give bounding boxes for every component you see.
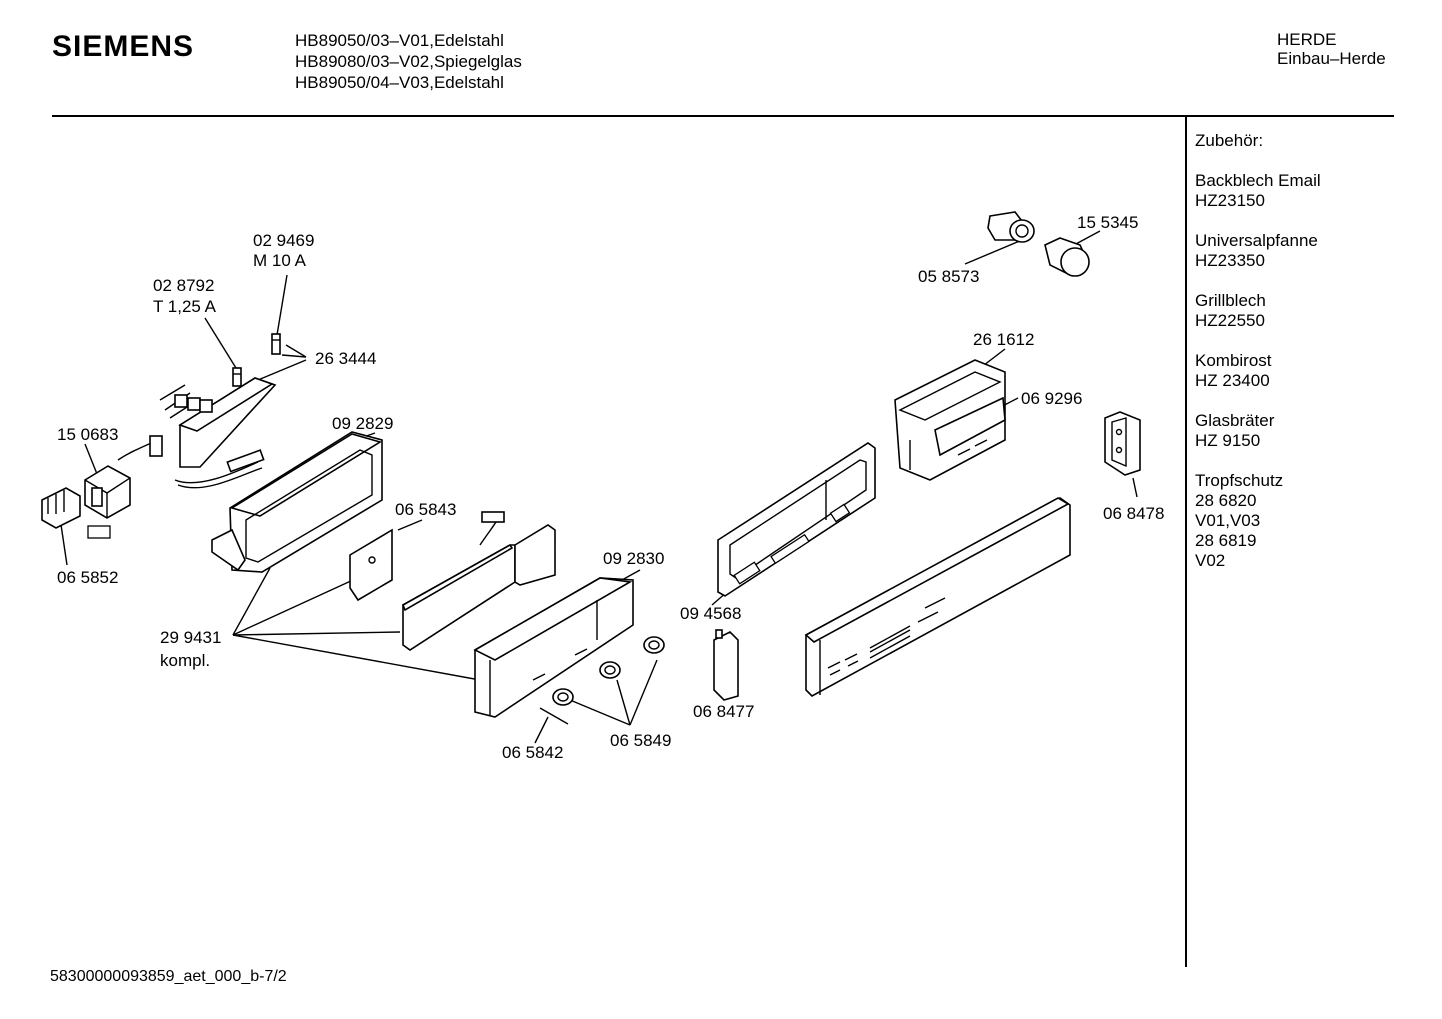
circuit-board-icon — [159, 377, 277, 489]
part-label: 29 9431 — [160, 628, 221, 647]
part-label: 15 5345 — [1077, 213, 1138, 232]
lamp-cover-icon — [1044, 237, 1090, 277]
mounting-frame-icon — [894, 359, 1006, 481]
accessory-variant: V01,V03 — [1195, 511, 1261, 530]
accessory-name: Grillblech — [1195, 291, 1266, 310]
sidebar-divider — [1185, 117, 1187, 967]
accessory-item: Kombirost HZ 23400 — [1195, 351, 1435, 391]
part-label: 26 1612 — [973, 330, 1034, 349]
accessory-name: Universalpfanne — [1195, 231, 1318, 250]
category-block: HERDE Einbau–Herde — [1277, 30, 1386, 68]
accessory-name: Kombirost — [1195, 351, 1272, 370]
accessory-name: Glasbräter — [1195, 411, 1275, 430]
control-frame-icon — [211, 431, 383, 573]
bracket-icon — [713, 629, 739, 701]
display-module-icon — [401, 511, 556, 651]
accessory-code: HZ23350 — [1195, 251, 1265, 270]
display-board-icon — [349, 528, 393, 602]
part-label: 26 3444 — [315, 349, 376, 368]
accessory-item: Tropfschutz 28 6820 V01,V03 28 6819 V02 — [1195, 471, 1435, 571]
part-label: 02 9469 — [253, 231, 314, 250]
model-list: HB89050/03–V01,Edelstahl HB89080/03–V02,… — [295, 30, 522, 93]
accessory-variant: V02 — [1195, 551, 1226, 570]
subcategory-title: Einbau–Herde — [1277, 49, 1386, 68]
part-labels: 02 9469 M 10 A 02 8792 T 1,25 A 26 3444 … — [57, 213, 1164, 762]
part-label: 06 8477 — [693, 702, 754, 721]
accessory-code: HZ22550 — [1195, 311, 1265, 330]
brand-logo: SIEMENS — [52, 30, 195, 63]
accessory-code: 28 6820 — [1195, 491, 1257, 510]
accessories-panel: Zubehör: Backblech Email HZ23150 Univers… — [1195, 131, 1435, 591]
model-line: HB89050/04–V03,Edelstahl — [295, 73, 504, 92]
transformer-icon — [84, 435, 163, 519]
accessory-code: HZ 23400 — [1195, 371, 1270, 390]
part-label: 15 0683 — [57, 425, 118, 444]
fuse-icon — [232, 333, 281, 387]
front-panel-icon — [473, 577, 634, 718]
terminal-block-icon — [41, 487, 111, 539]
control-panel-icon — [717, 442, 876, 597]
accessory-item: Glasbräter HZ 9150 — [1195, 411, 1435, 451]
model-line: HB89080/03–V02,Spiegelglas — [295, 52, 522, 71]
accessory-item: Backblech Email HZ23150 — [1195, 171, 1435, 211]
accessory-name: Backblech Email — [1195, 171, 1321, 190]
accessory-code: 28 6819 — [1195, 531, 1257, 550]
leader-lines — [59, 230, 1138, 744]
part-label-sub: kompl. — [160, 651, 210, 670]
part-label: 09 2829 — [332, 414, 393, 433]
hinge-bracket-icon — [1104, 411, 1141, 476]
part-label: 06 5843 — [395, 500, 456, 519]
part-label: 06 5852 — [57, 568, 118, 587]
model-line: HB89050/03–V01,Edelstahl — [295, 31, 504, 50]
part-label: 06 5849 — [610, 731, 671, 750]
header-divider — [52, 115, 1394, 117]
accessory-item: Universalpfanne HZ23350 — [1195, 231, 1435, 271]
part-label: 02 8792 — [153, 276, 214, 295]
accessory-name: Tropfschutz — [1195, 471, 1284, 490]
part-label-sub: T 1,25 A — [153, 297, 217, 316]
part-label: 06 9296 — [1021, 389, 1082, 408]
document-id: 58300000093859_aet_000_b-7/2 — [50, 968, 287, 985]
accessory-code: HZ23150 — [1195, 191, 1265, 210]
accessory-code: HZ 9150 — [1195, 431, 1261, 450]
knob-icon — [552, 636, 665, 706]
part-label: 06 8478 — [1103, 504, 1164, 523]
accessories-title: Zubehör: — [1195, 131, 1264, 150]
accessory-item: Grillblech HZ22550 — [1195, 291, 1435, 331]
part-label: 09 2830 — [603, 549, 664, 568]
fascia-panel-icon — [804, 497, 1071, 697]
part-label: 05 8573 — [918, 267, 979, 286]
part-label: 06 5842 — [502, 743, 563, 762]
exploded-parts-diagram: 02 9469 M 10 A 02 8792 T 1,25 A 26 3444 … — [41, 211, 1164, 762]
lamp-socket-icon — [987, 211, 1035, 243]
category-title: HERDE — [1277, 30, 1337, 49]
pin-icon — [539, 707, 569, 725]
part-label-sub: M 10 A — [253, 251, 307, 270]
part-label: 09 4568 — [680, 604, 741, 623]
